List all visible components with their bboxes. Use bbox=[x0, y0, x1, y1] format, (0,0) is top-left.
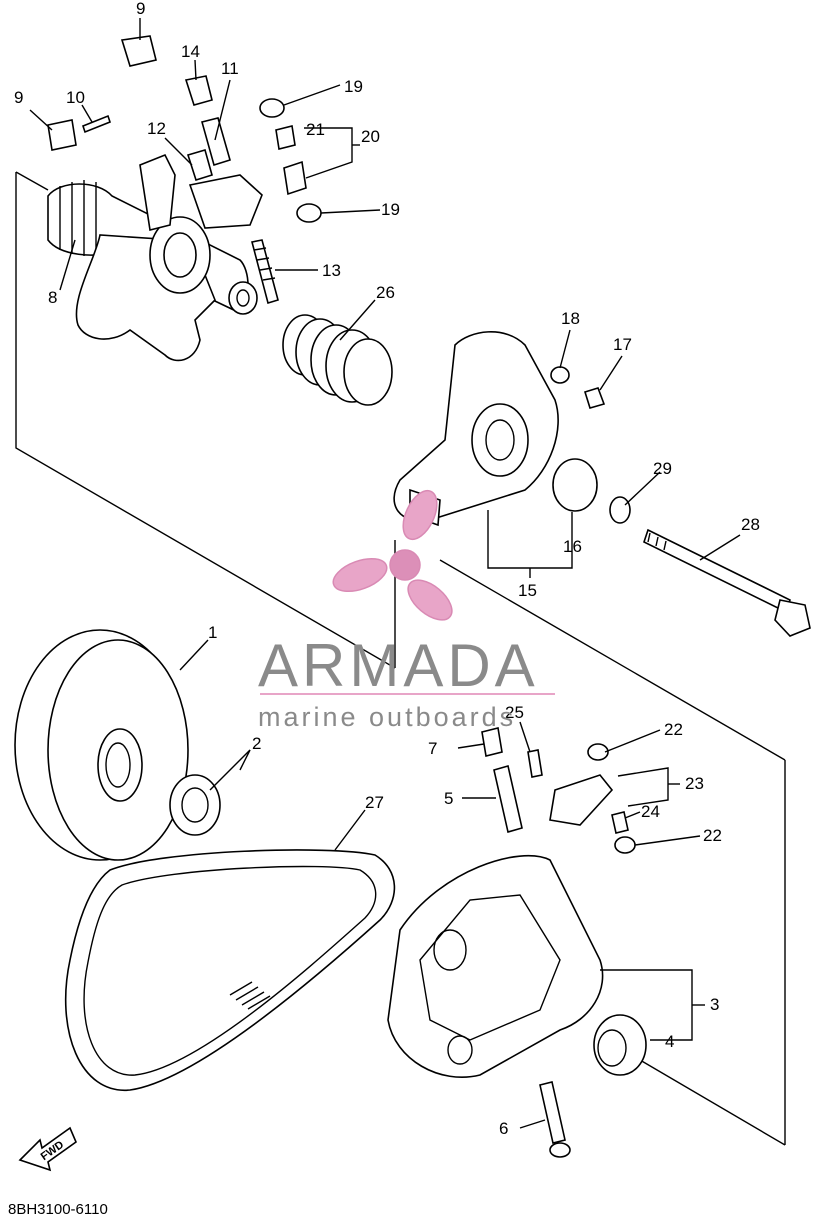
part-8-bracket bbox=[47, 153, 263, 362]
callout-17: 17 bbox=[613, 335, 632, 354]
part-1-sheave bbox=[14, 629, 189, 861]
callout-18: 18 bbox=[561, 309, 580, 328]
watermark-title: ARMADA bbox=[258, 632, 539, 699]
callout-19-bottom: 19 bbox=[381, 200, 400, 219]
part-27-belt bbox=[64, 849, 396, 1091]
callout-1: 1 bbox=[208, 623, 217, 642]
callout-29: 29 bbox=[653, 459, 672, 478]
callout-19-top: 19 bbox=[344, 77, 363, 96]
callout-15: 15 bbox=[518, 581, 537, 600]
small-parts-top bbox=[47, 35, 279, 305]
callout-2: 2 bbox=[252, 734, 261, 753]
drawing-code: 8BH3100-6110 bbox=[8, 1201, 108, 1218]
callout-3: 3 bbox=[710, 995, 719, 1014]
callout-27: 27 bbox=[365, 793, 384, 812]
callout-9-top: 9 bbox=[136, 0, 145, 18]
bushings-19-21 bbox=[259, 98, 322, 223]
watermark-subtitle: marine outboards bbox=[258, 702, 516, 732]
callout-24: 24 bbox=[641, 802, 660, 821]
callout-12: 12 bbox=[147, 119, 166, 138]
part-15-cover bbox=[393, 331, 811, 637]
callout-10: 10 bbox=[66, 88, 85, 107]
callout-28: 28 bbox=[741, 515, 760, 534]
callout-4: 4 bbox=[665, 1032, 674, 1051]
part-26-spring bbox=[282, 314, 393, 406]
watermark: ARMADA marine outboards bbox=[258, 489, 555, 732]
fwd-arrow-icon: FWD bbox=[18, 1126, 77, 1172]
callout-labels: 1 2 3 4 5 6 7 8 9 9 10 11 12 13 14 15 16… bbox=[14, 0, 760, 1138]
leader-lines bbox=[29, 18, 741, 1129]
callout-13: 13 bbox=[322, 261, 341, 280]
propeller-logo-icon bbox=[332, 489, 453, 621]
part-2-bushing bbox=[169, 774, 221, 836]
callout-8: 8 bbox=[48, 288, 57, 307]
callout-22-top: 22 bbox=[664, 720, 683, 739]
callout-9-left: 9 bbox=[14, 88, 23, 107]
callout-14: 14 bbox=[181, 42, 200, 61]
callout-23: 23 bbox=[685, 774, 704, 793]
frame-lines bbox=[15, 171, 786, 1146]
callout-25: 25 bbox=[505, 703, 524, 722]
small-parts-bottom bbox=[481, 727, 647, 1158]
part-3-housing bbox=[387, 855, 604, 1078]
callout-6: 6 bbox=[499, 1119, 508, 1138]
callout-20: 20 bbox=[361, 127, 380, 146]
callout-11: 11 bbox=[221, 59, 239, 78]
callout-16: 16 bbox=[563, 537, 582, 556]
callout-26: 26 bbox=[376, 283, 395, 302]
callout-5: 5 bbox=[444, 789, 453, 808]
callout-22-bottom: 22 bbox=[703, 826, 722, 845]
callout-21: 21 bbox=[306, 120, 325, 139]
callout-7: 7 bbox=[428, 739, 437, 758]
